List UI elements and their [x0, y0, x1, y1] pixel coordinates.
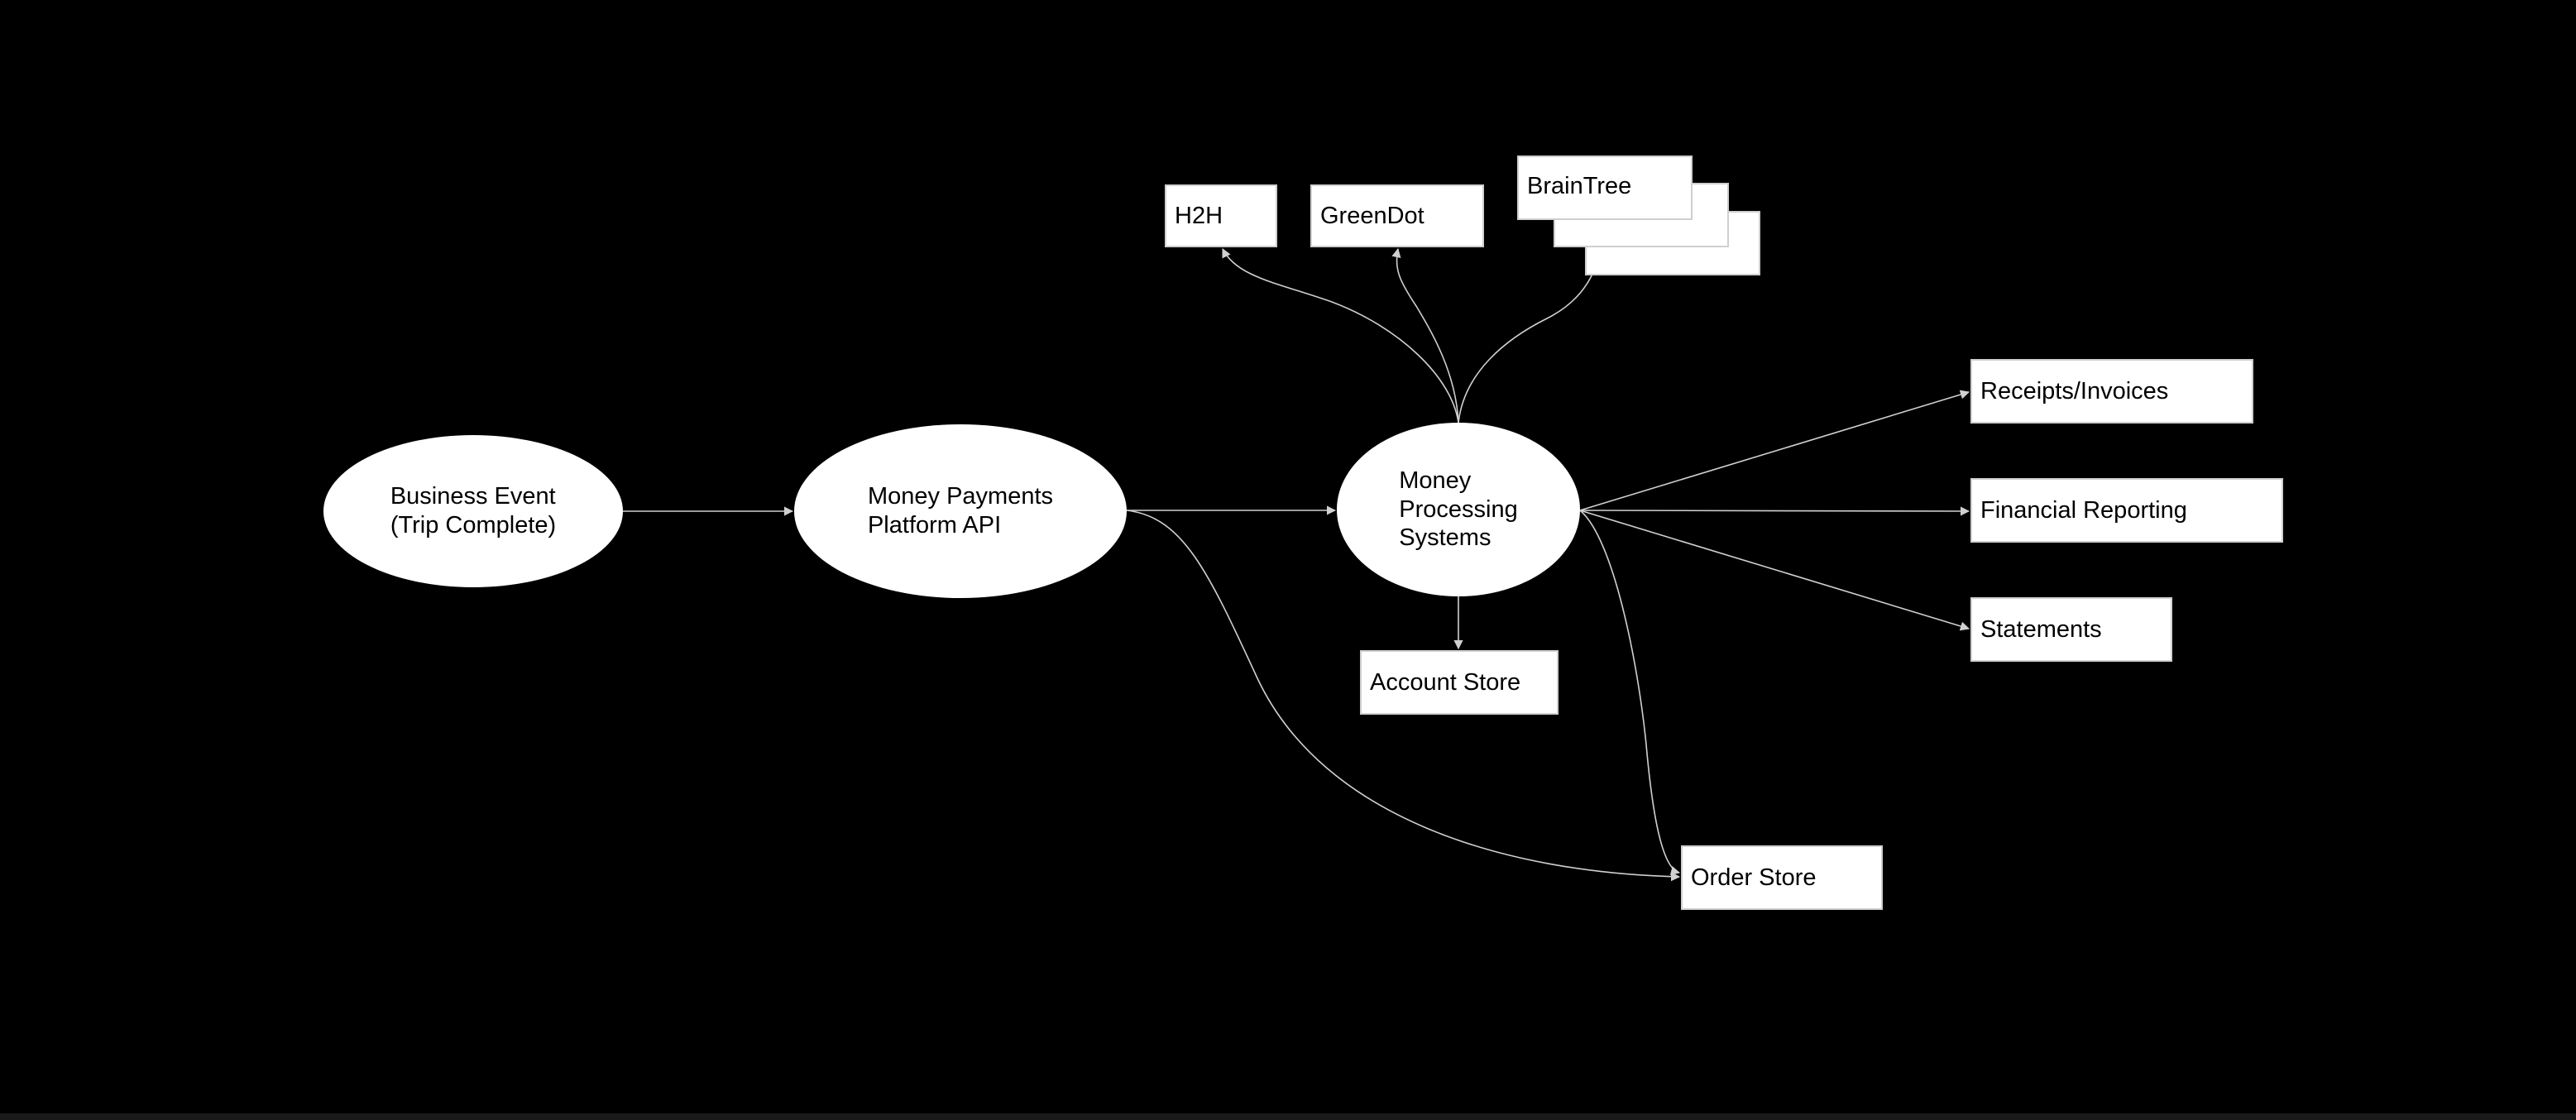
node-processing-systems[interactable]: Money Processing Systems: [1337, 423, 1580, 596]
node-payments-api[interactable]: Money Payments Platform API: [794, 424, 1127, 598]
node-braintree[interactable]: BrainTree: [1517, 156, 1693, 220]
window-bottom-bar: [0, 1113, 2576, 1120]
edge-payments-api-to-order-store: [1126, 510, 1681, 882]
edge-processing-to-receipts: [1579, 390, 1970, 511]
node-statements-label: Statements: [1980, 615, 2102, 643]
edge-processing-to-financial-reporting: [1579, 506, 1970, 516]
node-payments-api-label: Money Payments Platform API: [867, 483, 1054, 538]
node-business-event[interactable]: Business Event (Trip Complete): [323, 435, 623, 587]
edge-processing-to-greendot: [1391, 247, 1459, 424]
node-business-event-label: Business Event (Trip Complete): [390, 483, 557, 538]
node-account-store[interactable]: Account Store: [1360, 650, 1559, 715]
node-account-store-label: Account Store: [1370, 668, 1521, 696]
edge-processing-to-h2h: [1222, 247, 1459, 424]
node-receipts-invoices-label: Receipts/Invoices: [1980, 377, 2169, 404]
node-financial-reporting[interactable]: Financial Reporting: [1970, 478, 2283, 543]
node-braintree-label: BrainTree: [1527, 173, 1632, 199]
node-receipts-invoices[interactable]: Receipts/Invoices: [1970, 359, 2253, 424]
edge-processing-to-statements: [1579, 510, 1970, 631]
node-greendot[interactable]: GreenDot: [1310, 184, 1484, 247]
node-financial-reporting-label: Financial Reporting: [1980, 496, 2187, 524]
node-order-store[interactable]: Order Store: [1681, 845, 1883, 910]
node-h2h[interactable]: H2H: [1165, 184, 1277, 247]
edge-processing-to-braintree: [1458, 220, 1609, 424]
node-order-store-label: Order Store: [1691, 864, 1817, 891]
edge-processing-to-order-store: [1579, 510, 1681, 875]
node-processing-systems-label: Money Processing Systems: [1399, 467, 1518, 552]
node-statements[interactable]: Statements: [1970, 597, 2172, 662]
node-greendot-label: GreenDot: [1320, 202, 1424, 229]
node-h2h-label: H2H: [1175, 202, 1223, 229]
